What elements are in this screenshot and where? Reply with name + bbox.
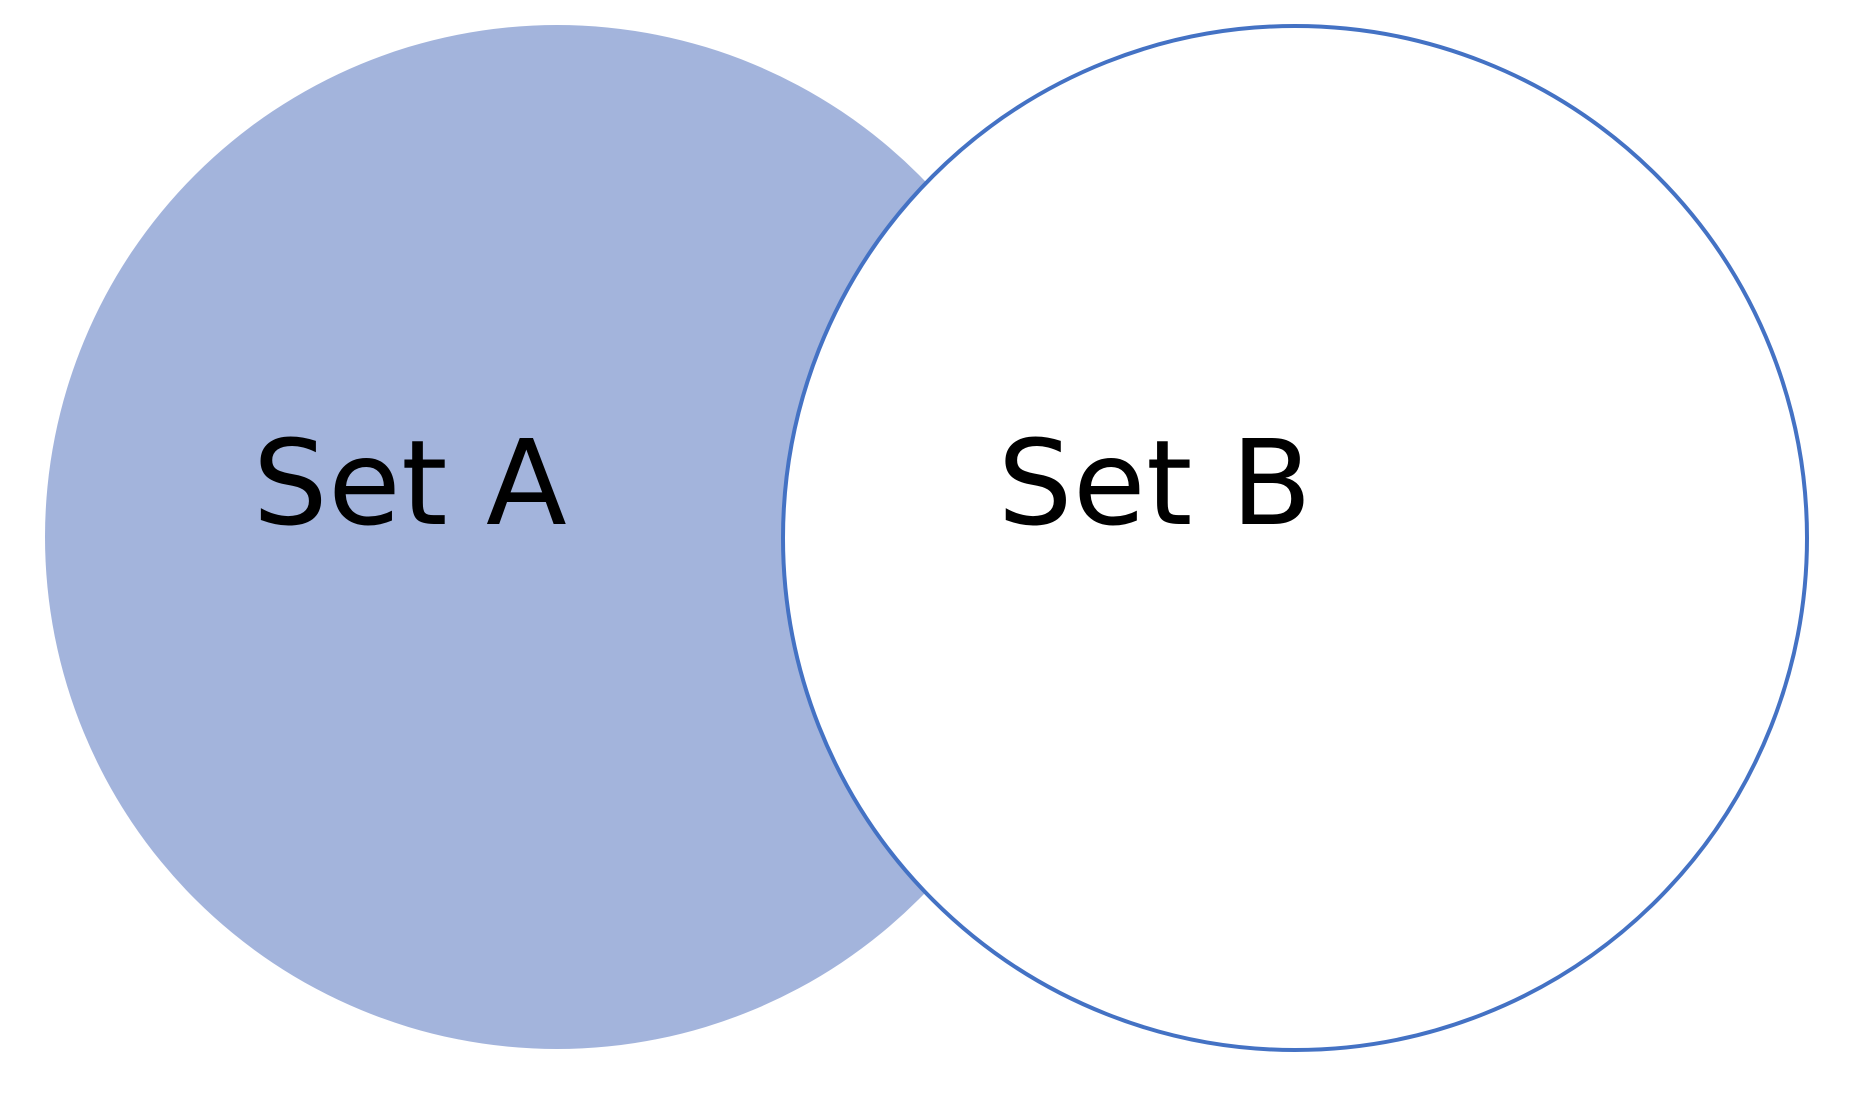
- set-b-label: Set B: [998, 414, 1313, 552]
- set-b-circle[interactable]: [781, 24, 1809, 1052]
- set-a-circle[interactable]: [45, 25, 1069, 1049]
- set-a-label: Set A: [253, 414, 568, 552]
